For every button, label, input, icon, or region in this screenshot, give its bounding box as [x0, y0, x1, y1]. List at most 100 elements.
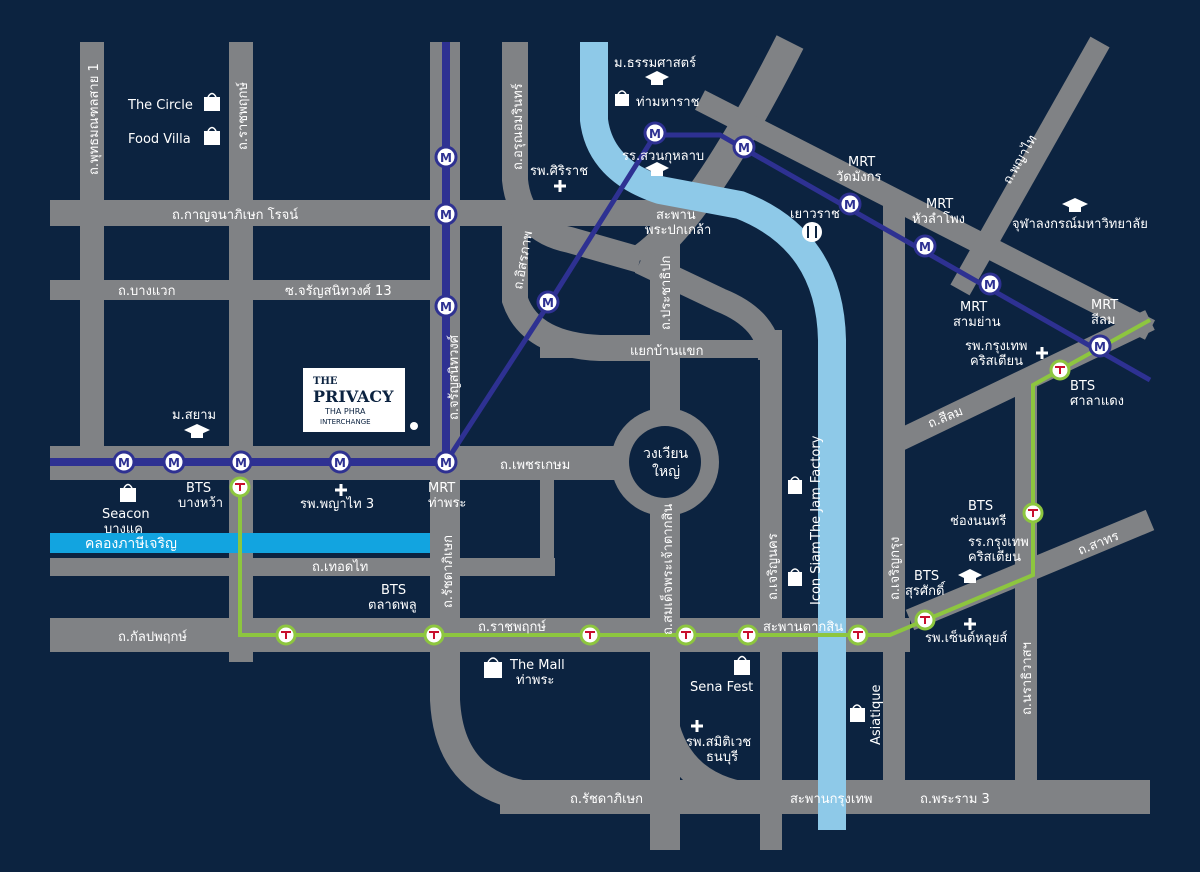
- station-labels: MRT วัดมังกร MRT หัวลำโพง MRT สามย่าน MR…: [178, 155, 1124, 613]
- poi-suankularb: รร.สวนกุหลาบ: [622, 149, 704, 164]
- mrt-station-tha-phra[interactable]: M: [434, 450, 458, 474]
- label-kanchanaphisek: ถ.กาญจนาภิเษก โรจน์: [172, 207, 298, 223]
- road-network: [50, 35, 1156, 850]
- road-charoen-nakhon: [760, 330, 782, 850]
- mrt-station-marker[interactable]: M: [328, 450, 352, 474]
- label-charoen-nakhon: ถ.เจริญนคร: [766, 533, 781, 600]
- logo-line2: PRIVACY: [313, 387, 394, 406]
- svg-text:M: M: [440, 208, 452, 222]
- bts-station-marker[interactable]: [675, 624, 697, 646]
- poi-bangkok-christian-school-line1: รร.กรุงเทพ: [968, 535, 1029, 550]
- label-bts-talat-phlu-line2: ตลาดพลู: [368, 598, 417, 613]
- bts-station-chong-nonsi[interactable]: [1022, 502, 1044, 524]
- poi-samitivej-line2: ธนบุรี: [706, 749, 738, 765]
- mrt-station-marker[interactable]: M: [643, 121, 667, 145]
- svg-text:M: M: [440, 300, 452, 314]
- label-mrt-wat-mangkon: MRT วัดมังกร: [836, 155, 882, 185]
- shopping-bag-icon: [734, 655, 750, 675]
- label-bts-surasak-line1: BTS: [914, 569, 939, 584]
- project-logo[interactable]: THE PRIVACY THA PHRA INTERCHANGE: [303, 368, 418, 432]
- canal-label: คลองภาษีเจริญ: [85, 536, 177, 552]
- poi-tha-maharaj: ท่ามหาราช: [636, 95, 700, 110]
- poi-bangkok-christian-hospital: รพ.กรุงเทพ คริสเตียน: [965, 339, 1027, 369]
- bts-station-surasak[interactable]: [914, 609, 936, 631]
- mrt-station-marker[interactable]: M: [162, 450, 186, 474]
- label-bts-talat-phlu-line1: BTS: [381, 583, 406, 598]
- mrt-station-marker[interactable]: M: [434, 294, 458, 318]
- bts-station-sala-daeng[interactable]: [1049, 359, 1071, 381]
- poi-chulalongkorn: จุฬาลงกรณ์มหาวิทยาลัย: [1012, 216, 1148, 232]
- mrt-station-marker[interactable]: M: [434, 145, 458, 169]
- label-bts-bang-wa: BTS บางหว้า: [178, 481, 223, 511]
- label-mrt-si-lom: MRT สีลม: [1091, 298, 1118, 328]
- mrt-station-sam-yan[interactable]: M: [978, 272, 1002, 296]
- label-mrt-sam-yan-line1: MRT: [960, 300, 987, 315]
- label-bridge-phrapokklao: สะพาน พระปกเกล้า: [645, 208, 711, 238]
- graduation-cap-icon: [184, 424, 210, 438]
- project-location-dot: [410, 422, 418, 430]
- mrt-station-marker[interactable]: M: [536, 290, 560, 314]
- poi-the-circle: The Circle: [127, 98, 193, 113]
- mrt-station-marker[interactable]: M: [732, 135, 756, 159]
- shopping-bag-icon: [120, 483, 136, 502]
- mrt-station-marker[interactable]: M: [229, 450, 253, 474]
- label-bts-surasak: BTS สุรศักดิ์: [905, 569, 946, 599]
- graduation-cap-icon: [645, 162, 669, 176]
- shopping-bag-icon: [204, 92, 220, 111]
- poi-yaowarat: เยาวราช: [790, 207, 840, 222]
- label-ratchadaphisek-vertical: ถ.รัชดาภิเษก: [441, 535, 456, 608]
- label-bts-bang-wa-line1: BTS: [186, 481, 211, 496]
- logo-line1: THE: [313, 376, 338, 387]
- label-charoen-krung: ถ.เจริญกรุง: [888, 537, 903, 600]
- svg-text:M: M: [440, 151, 452, 165]
- svg-text:M: M: [649, 127, 661, 141]
- label-bts-bang-wa-line2: บางหว้า: [178, 496, 223, 511]
- poi-icon-siam: Icon Siam: [809, 541, 824, 605]
- bts-station-saphan-taksin[interactable]: [847, 624, 869, 646]
- chao-phraya-river: [580, 42, 846, 830]
- bts-station-bang-wa[interactable]: [229, 476, 251, 498]
- label-narathiwat: ถ.นราธิวาสฯ: [1020, 642, 1035, 715]
- mrt-station-marker[interactable]: M: [112, 450, 136, 474]
- label-yaek-ban-khaek: แยกบ้านแขก: [630, 344, 703, 359]
- poi-thammasat: ม.ธรรมศาสตร์: [614, 55, 696, 71]
- bts-station-talat-phlu[interactable]: [423, 624, 445, 646]
- label-mrt-tha-phra-line2: ท่าพระ: [428, 496, 466, 511]
- label-mrt-si-lom-line2: สีลม: [1091, 312, 1116, 328]
- poi-samitivej: รพ.สมิติเวช ธนบุรี: [686, 735, 751, 765]
- label-arun-amarin: ถ.อรุณอมรินทร์: [510, 83, 526, 170]
- label-charansanitwong13: ซ.จรัญสนิทวงศ์ 13: [285, 283, 392, 299]
- graduation-cap-icon: [1062, 198, 1088, 212]
- label-mrt-wat-mangkon-line1: MRT: [848, 155, 875, 170]
- poi-siam-university: ม.สยาม: [172, 408, 216, 423]
- road-thoet-thai: [50, 558, 555, 576]
- label-somdet-taksin: ถ.สมเด็จพระเจ้าตากสิน: [658, 504, 676, 635]
- svg-text:M: M: [440, 456, 452, 470]
- svg-text:M: M: [984, 278, 996, 292]
- road-itsaraphap: [502, 220, 650, 361]
- food-icon: [802, 222, 822, 242]
- shopping-bag-icon: [788, 476, 802, 494]
- logo-box: [303, 368, 405, 432]
- poi-food-villa: Food Villa: [128, 132, 191, 147]
- shopping-bag-icon: [615, 90, 629, 106]
- label-bts-surasak-line2: สุรศักดิ์: [905, 581, 946, 599]
- shopping-bag-icon: [204, 126, 220, 145]
- bts-station-marker[interactable]: [737, 624, 759, 646]
- label-mrt-sam-yan-line2: สามย่าน: [953, 315, 1001, 330]
- poi-bangkok-christian-school-line2: คริสเตียน: [968, 549, 1021, 565]
- svg-text:M: M: [118, 456, 130, 470]
- road-sathon: [905, 509, 1155, 631]
- label-ratchaphruek-vertical: ถ.ราชพฤกษ์: [235, 82, 251, 150]
- label-mrt-tha-phra-line1: MRT: [428, 481, 455, 496]
- label-bridge-phrapokklao-line2: พระปกเกล้า: [645, 223, 711, 238]
- bts-station-marker[interactable]: [579, 624, 601, 646]
- mrt-station-wat-mangkon[interactable]: M: [838, 192, 862, 216]
- bts-station-marker[interactable]: [275, 624, 297, 646]
- mrt-station-hua-lamphong[interactable]: M: [913, 234, 937, 258]
- svg-text:M: M: [844, 198, 856, 212]
- mrt-station-marker[interactable]: M: [434, 202, 458, 226]
- poi-st-louis: รพ.เซ็นต์หลุยส์: [925, 628, 1007, 646]
- label-bts-chong-nonsi: BTS ช่องนนทรี: [950, 499, 1006, 529]
- mrt-station-si-lom[interactable]: M: [1088, 334, 1112, 358]
